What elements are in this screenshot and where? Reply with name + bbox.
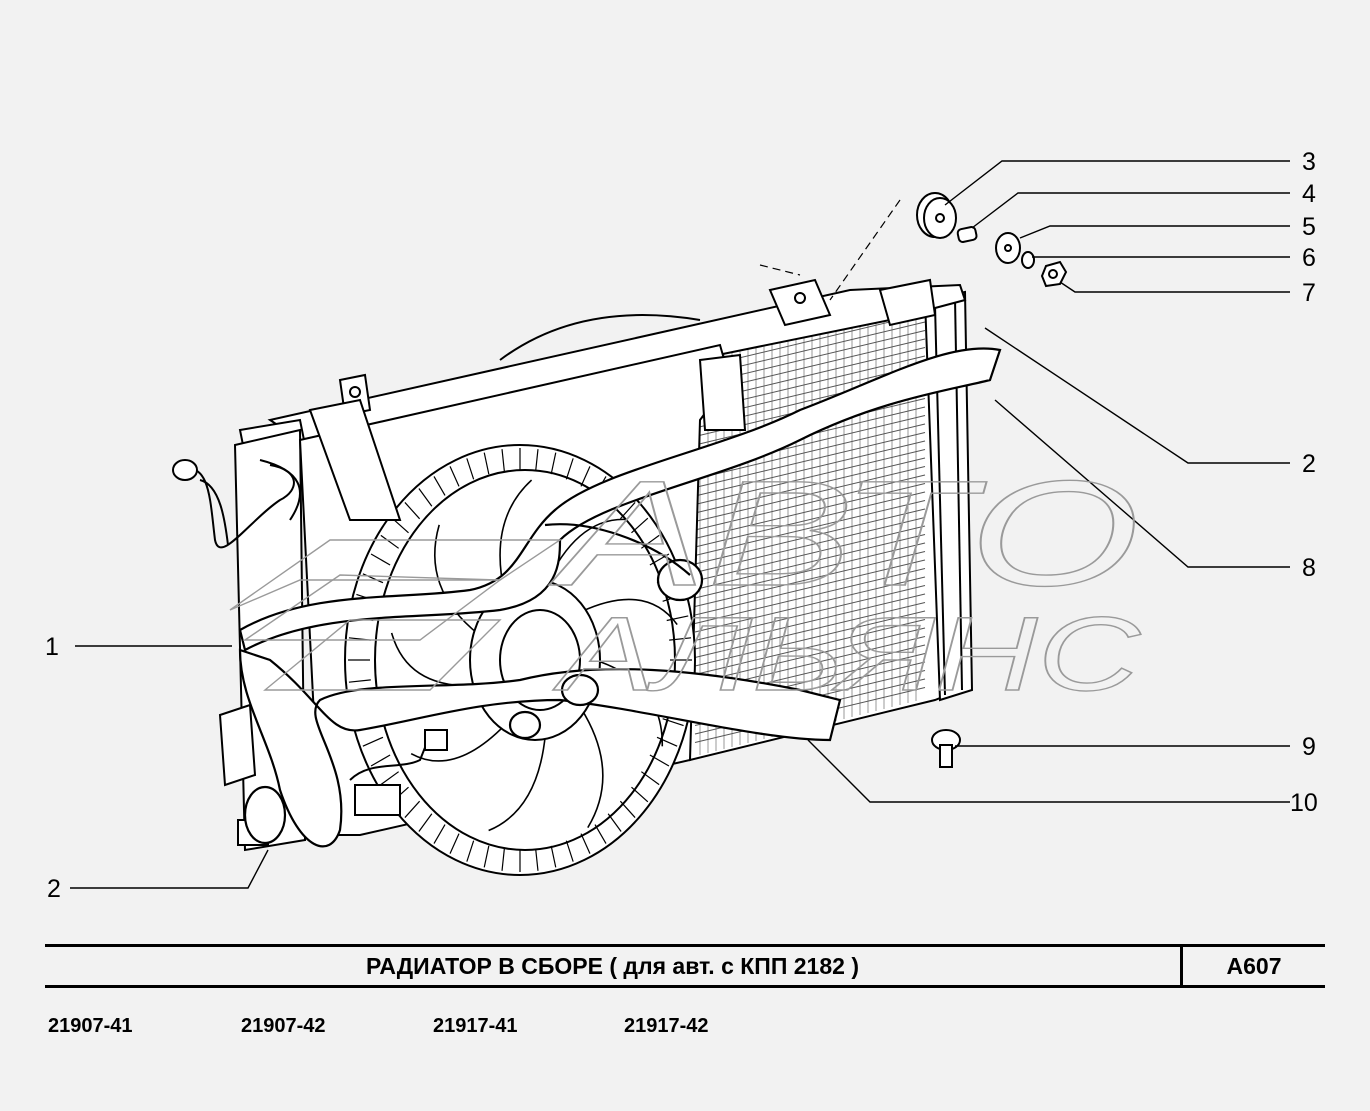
model-item: 21907-42 (241, 1015, 326, 1037)
watermark-logo-icon (229, 539, 563, 691)
callout-4: 4 (1302, 180, 1316, 208)
callout-9: 9 (1302, 733, 1316, 761)
title-divider (1180, 947, 1183, 985)
watermark: АВТО АЛЬЯНС (229, 448, 1142, 714)
model-item: 21917-41 (433, 1015, 518, 1037)
assembly-lines (759, 199, 901, 301)
callout-2-upper: 2 (1302, 450, 1316, 478)
model-item: 21917-42 (624, 1015, 709, 1037)
model-item: 21907-41 (48, 1015, 133, 1037)
spring-washer (1021, 251, 1035, 269)
callout-labels: 1 2 2 3 4 5 6 7 8 9 10 (45, 148, 1318, 903)
callout-5: 5 (1302, 213, 1316, 241)
diagram-title: РАДИАТОР В СБОРЕ ( для авт. с КПП 2182 ) (366, 953, 859, 979)
sleeve (956, 226, 978, 243)
overflow-hose (172, 459, 301, 549)
rubber-mount (916, 192, 957, 239)
diagram-code: А607 (1226, 953, 1282, 979)
watermark-line2: АЛЬЯНС (552, 596, 1142, 713)
mounting-brackets (308, 278, 832, 521)
watermark-line1: АВТО (548, 449, 1140, 617)
lower-hose (238, 648, 842, 848)
washer (995, 232, 1021, 264)
upper-hose (238, 347, 1002, 652)
title-bar: РАДИАТОР В СБОРЕ ( для авт. с КПП 2182 )… (45, 944, 1325, 988)
leader-lines (70, 160, 1290, 889)
nut (1040, 260, 1068, 288)
fan-wiring (349, 729, 448, 816)
lower-bushing (931, 729, 961, 768)
callout-8: 8 (1302, 554, 1316, 582)
callout-7: 7 (1302, 279, 1316, 307)
callout-3: 3 (1302, 148, 1316, 176)
radiator-assembly-diagram: 1 2 2 3 4 5 6 7 8 9 10 АВТО АЛЬЯНС (45, 148, 1318, 903)
callout-1: 1 (45, 633, 59, 661)
callout-2-lower: 2 (47, 875, 61, 903)
callout-6: 6 (1302, 244, 1316, 272)
callout-10: 10 (1290, 789, 1318, 817)
